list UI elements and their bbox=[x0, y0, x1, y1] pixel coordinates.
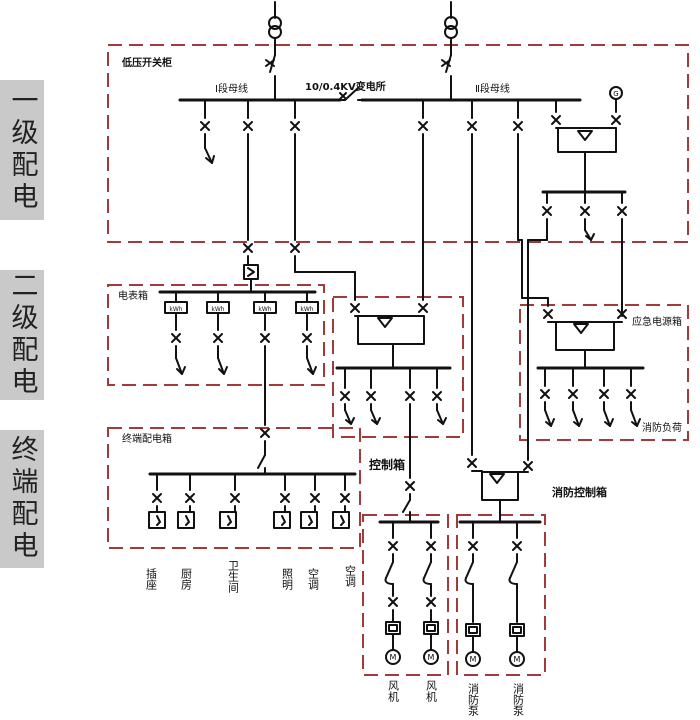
feeder-to-control-panel bbox=[290, 99, 361, 317]
feeder-bus2-to-control-panel bbox=[417, 99, 428, 317]
meter-1-label: kWh bbox=[169, 306, 182, 313]
control-panel-circuit bbox=[335, 315, 452, 479]
motor-2-label: M bbox=[428, 653, 435, 662]
ats-primary bbox=[517, 127, 627, 473]
label-fire-load: 消防负荷 bbox=[642, 421, 682, 434]
feeder-ats-bus2 bbox=[551, 99, 566, 129]
box-emergency-power bbox=[519, 304, 689, 441]
level-terminal-label: 终端配电 bbox=[6, 435, 38, 563]
label-control-box: 控制箱 bbox=[369, 457, 405, 472]
load-ac-1: 空调 bbox=[307, 567, 320, 591]
feeder-to-meter-box bbox=[243, 99, 259, 291]
label-bus-2: Ⅱ段母线 bbox=[475, 82, 510, 95]
fan-control-circuit bbox=[378, 481, 440, 665]
motor-1-label: M bbox=[390, 653, 397, 662]
label-meter-box: 电表箱 bbox=[118, 289, 148, 302]
load-ac-2: 空调 bbox=[344, 564, 357, 588]
box-control-panel bbox=[332, 296, 464, 438]
meter-2-label: kWh bbox=[211, 306, 224, 313]
level-secondary-label: 二级配电 bbox=[6, 271, 38, 399]
load-fan-1: 风机 bbox=[387, 680, 400, 702]
motor-3-label: M bbox=[470, 655, 477, 664]
transformer-left bbox=[268, 1, 282, 56]
fire-control-circuit bbox=[458, 471, 542, 667]
feeder-to-emergency-box bbox=[513, 99, 559, 323]
terminal-box-circuit bbox=[148, 428, 357, 529]
load-socket: 插座 bbox=[145, 567, 158, 590]
box-terminal bbox=[107, 427, 361, 549]
meter-3-label: kWh bbox=[258, 306, 271, 313]
incoming-breaker-left bbox=[265, 54, 276, 101]
bus-tie-breaker bbox=[339, 87, 363, 101]
meter-box-circuit bbox=[158, 290, 319, 426]
level-terminal-panel: 终端配电 bbox=[0, 430, 44, 568]
label-lv-switchgear: 低压开关柜 bbox=[121, 56, 172, 69]
load-pump-2: 消防泵 bbox=[512, 682, 525, 716]
label-bus-1: Ⅰ段母线 bbox=[215, 82, 248, 95]
box-fan-control bbox=[362, 514, 449, 676]
load-fan-2: 风机 bbox=[425, 680, 438, 702]
feeder-to-fire-control bbox=[467, 99, 483, 472]
label-generator: G bbox=[613, 90, 618, 98]
label-fire-control-box: 消防控制箱 bbox=[552, 485, 607, 499]
load-pump-1: 消防泵 bbox=[467, 682, 480, 716]
label-terminal-box: 终端配电箱 bbox=[122, 432, 172, 445]
meter-4-label: kWh bbox=[300, 306, 313, 313]
transformer-right bbox=[444, 1, 458, 56]
label-substation: 10/0.4KV变电所 bbox=[305, 80, 386, 93]
box-pump-control bbox=[456, 514, 546, 676]
load-lighting: 照明 bbox=[281, 568, 294, 591]
box-lv-switchgear bbox=[107, 44, 689, 243]
label-emergency-box: 应急电源箱 bbox=[632, 315, 682, 328]
load-bathroom: 卫生间 bbox=[227, 560, 240, 594]
emergency-box-circuit bbox=[536, 321, 645, 427]
feeder-spare bbox=[200, 99, 215, 164]
box-meter-box bbox=[107, 284, 325, 386]
level-primary-label: 一级配电 bbox=[6, 86, 38, 214]
motor-4-label: M bbox=[514, 655, 521, 664]
level-secondary-panel: 二级配电 bbox=[0, 270, 44, 400]
level-primary-panel: 一级配电 bbox=[0, 80, 44, 220]
load-kitchen: 厨房 bbox=[180, 568, 193, 591]
incoming-breaker-right bbox=[441, 54, 452, 101]
